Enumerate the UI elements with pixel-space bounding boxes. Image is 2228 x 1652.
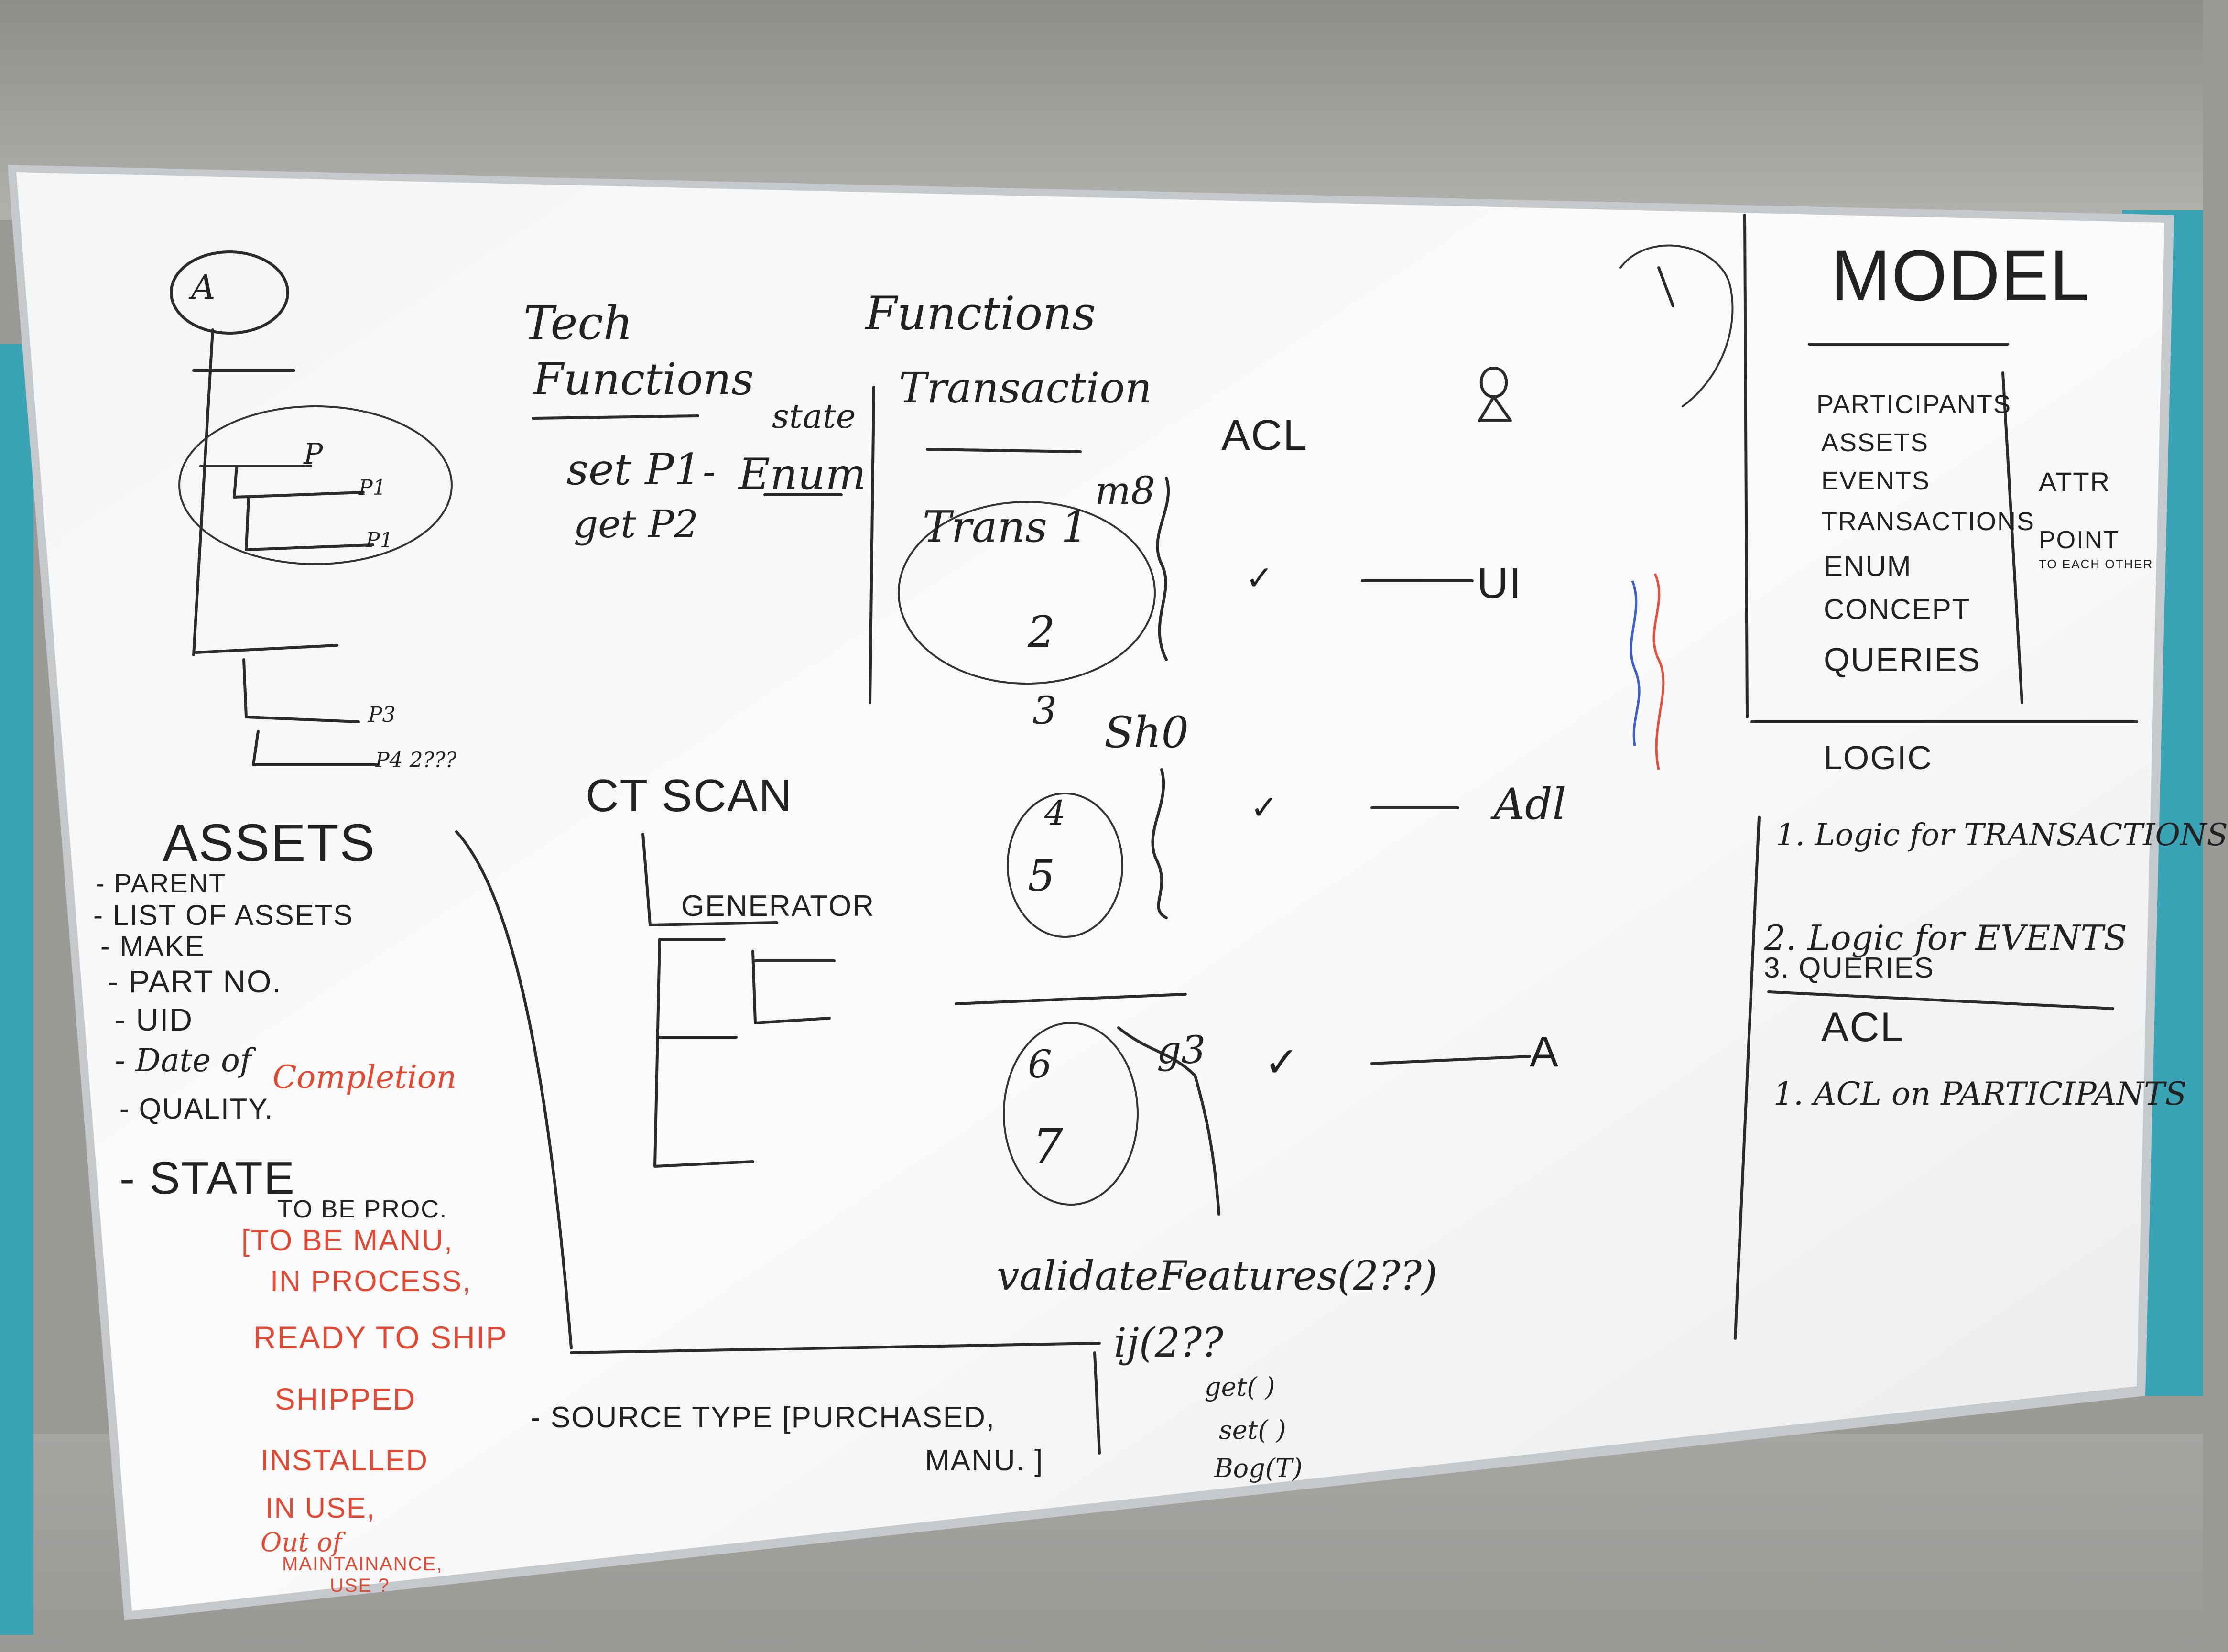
node-p3-label: P3 <box>368 703 396 727</box>
tech-functions-lines <box>532 414 843 496</box>
state-use: USE ? <box>330 1575 390 1596</box>
acl-check-3: ✓ <box>1267 1032 1296 1088</box>
dash-text: - <box>703 449 716 494</box>
state-maintainance: MAINTAINANCE, <box>282 1554 443 1575</box>
wavy-blue-line <box>1630 580 1641 746</box>
functions-transaction-sketch <box>869 386 1220 1216</box>
asset-item-date: - Date of <box>115 1042 252 1079</box>
ct-scan-title: CT SCAN <box>586 770 793 821</box>
set-text: set( ) <box>1219 1415 1286 1445</box>
state-in-process: IN PROCESS, <box>270 1265 472 1298</box>
state-ready-to-ship: READY TO SHIP <box>253 1320 508 1355</box>
generator-text: GENERATOR <box>681 890 875 923</box>
model-transactions: TRANSACTIONS <box>1821 507 2035 536</box>
tech-functions-title-1: Tech <box>523 296 633 350</box>
model-point-sub: TO EACH OTHER <box>2039 557 2153 571</box>
model-title: MODEL <box>1831 235 2091 315</box>
validate-features-text: validateFeatures(2??) <box>997 1252 1437 1299</box>
functions-title-2: Transaction <box>899 363 1152 413</box>
tech-functions-title-2: Functions <box>533 354 754 405</box>
asset-item-make: - MAKE <box>100 930 205 962</box>
acl-check-2: ✓ <box>1252 784 1276 828</box>
number-3: 3 <box>1032 688 1057 733</box>
model-queries: QUERIES <box>1824 641 1981 678</box>
assets-title: ASSETS <box>163 814 376 872</box>
get-text: get( ) <box>1205 1372 1275 1402</box>
model-concept: CONCEPT <box>1824 593 1971 625</box>
manu-text: MANU. ] <box>925 1444 1044 1477</box>
model-enum: ENUM <box>1824 550 1912 582</box>
ct-scan-tree <box>641 833 836 1168</box>
root-circle <box>170 250 289 335</box>
bog-text: Bog(T) <box>1214 1453 1303 1483</box>
number-6: 6 <box>1028 1042 1052 1087</box>
number-5: 5 <box>1028 851 1055 901</box>
logic-title: LOGIC <box>1824 739 1933 776</box>
model-attr: ATTR <box>2039 467 2111 497</box>
node-p4-label: P4 2??? <box>375 748 457 772</box>
logic-item-3: 3. QUERIES <box>1764 952 1935 984</box>
logic-item-1: 1. Logic for TRANSACTIONS <box>1776 817 2228 853</box>
state-shipped: SHIPPED <box>275 1382 416 1416</box>
acl-ui-text: UI <box>1477 560 1522 608</box>
acl-title: ACL <box>1221 412 1308 459</box>
p-group-circle <box>178 405 453 565</box>
source-type-text: - SOURCE TYPE [PURCHASED, <box>531 1401 996 1434</box>
number-7: 7 <box>1032 1119 1063 1174</box>
enum-text: Enum <box>739 449 866 500</box>
state-installed: INSTALLED <box>261 1444 429 1477</box>
model-point: POINT <box>2039 526 2119 554</box>
g3-text: g3 <box>1157 1028 1206 1072</box>
node-p-label: P <box>304 437 323 471</box>
node-p1b-label: P1 <box>366 528 393 553</box>
state-to-be-manu: [TO BE MANU, <box>241 1224 454 1257</box>
ij-text: ij(2?? <box>1114 1319 1224 1366</box>
whiteboard-surface <box>16 172 2164 1611</box>
assets-bracket <box>455 830 1101 1455</box>
acl-connectors <box>1361 244 1734 1065</box>
teal-panel-left <box>0 344 33 1635</box>
model-events: EVENTS <box>1821 467 1931 495</box>
state-text: state <box>772 397 856 436</box>
sh-text: Sh0 <box>1104 707 1189 758</box>
acl-section-item: 1. ACL on PARTICIPANTS <box>1773 1076 2187 1112</box>
logic-item-2: 2. Logic for EVENTS <box>1764 918 2127 958</box>
asset-item-parent: - PARENT <box>96 868 227 898</box>
asset-item-quality: - QUALITY. <box>120 1093 274 1125</box>
model-participants: PARTICIPANTS <box>1816 390 2012 419</box>
left-tree-diagram <box>170 250 453 766</box>
root-label: A <box>191 268 216 307</box>
get-p2-text: get P2 <box>574 502 698 546</box>
asset-item-partno: - PART NO. <box>108 964 282 999</box>
asset-item-list: - LIST OF ASSETS <box>93 899 354 931</box>
state-to-be-proc: TO BE PROC. <box>277 1196 448 1223</box>
acl-a-text: A <box>1530 1028 1560 1076</box>
person-icon <box>1478 367 1512 422</box>
acl-check-1: ✓ <box>1248 554 1271 599</box>
model-logic-lines <box>1734 214 2138 1340</box>
acl-section-title: ACL <box>1821 1004 1904 1050</box>
state-in-use: IN USE, <box>265 1492 376 1524</box>
state-out-of: Out of <box>261 1527 342 1557</box>
set-p1-text: set P1 <box>566 445 702 495</box>
m8-text: m8 <box>1095 468 1155 513</box>
number-4: 4 <box>1044 793 1066 833</box>
asset-item-uid: - UID <box>115 1002 193 1037</box>
asset-item-completion: Completion <box>272 1059 457 1096</box>
number-2: 2 <box>1028 607 1055 657</box>
clock-sketch <box>1619 244 1734 407</box>
trans1-text: Trans 1 <box>923 502 1088 552</box>
node-p1a-label: P1 <box>359 476 386 500</box>
asset-item-state: - STATE <box>120 1152 295 1204</box>
wavy-red-line <box>1652 573 1665 770</box>
model-assets: ASSETS <box>1821 428 1929 457</box>
functions-title-1: Functions <box>865 287 1096 340</box>
acl-adl-text: Adl <box>1494 779 1566 829</box>
